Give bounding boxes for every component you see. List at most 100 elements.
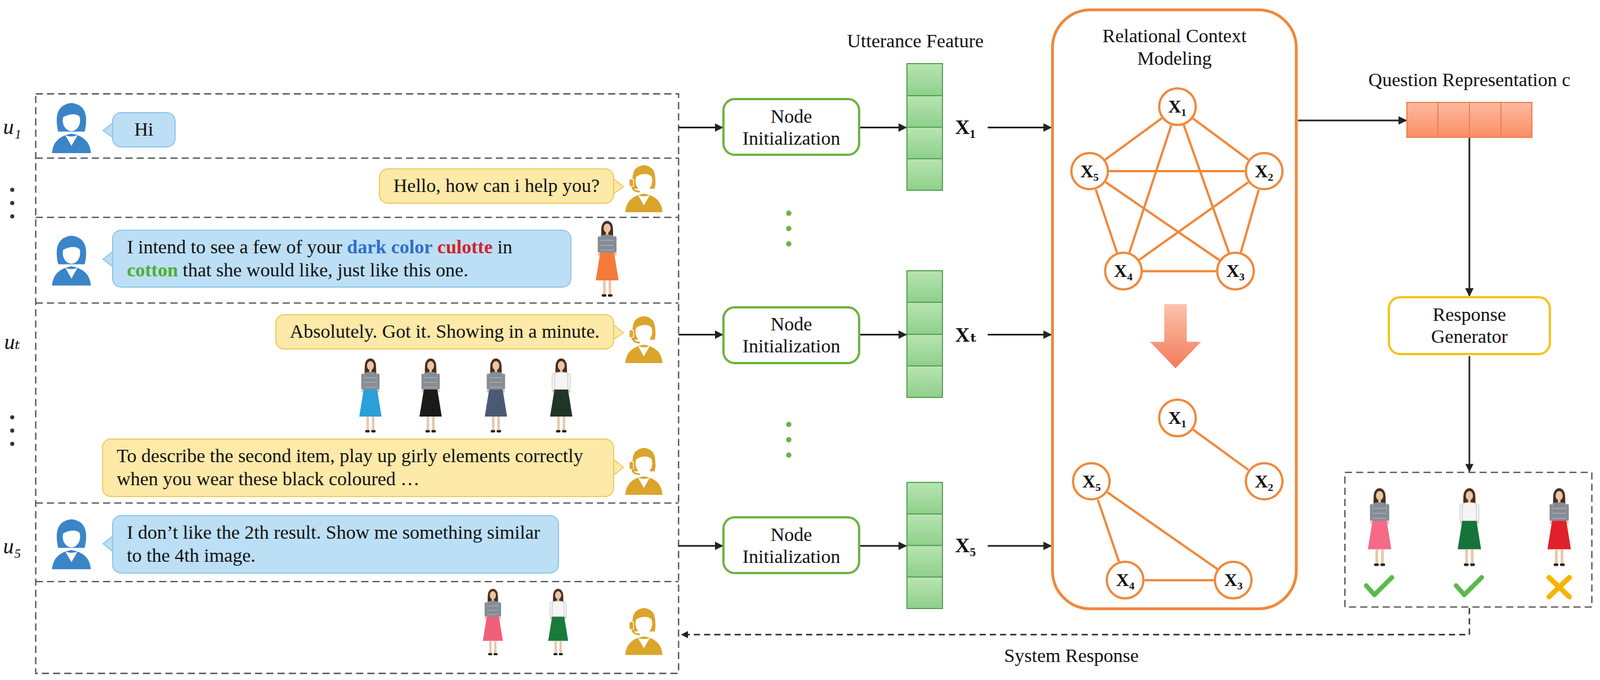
graph-edge (1144, 579, 1214, 582)
user-avatar (51, 519, 91, 570)
bubble-tail (613, 178, 624, 476)
arrow-connector (1297, 119, 1406, 122)
cross-mark (1548, 577, 1570, 597)
graph-edge (1142, 270, 1217, 273)
arrow-connector (988, 126, 1052, 129)
agent-avatar (625, 314, 663, 364)
vector-cell (907, 271, 942, 302)
graph-node: X₂ (1244, 462, 1284, 502)
product-image (550, 358, 573, 433)
result-panel (1344, 472, 1593, 607)
vector-cell (907, 158, 942, 190)
product-image (359, 358, 382, 433)
feature-vector: X₅ (906, 481, 989, 610)
graph-edge (1129, 125, 1172, 253)
graph-edge (1095, 189, 1117, 253)
product-image (548, 588, 569, 656)
product-image (483, 588, 504, 656)
graph-node: X₅ (1070, 152, 1110, 191)
node-label: X₅ (1082, 471, 1102, 493)
bubble-text: culotte (437, 236, 493, 258)
vector-cell (907, 544, 942, 577)
product-image (1368, 488, 1392, 566)
feature-vector: X₁ (906, 63, 989, 191)
dialogue-panel (35, 94, 679, 674)
graph-node: X₅ (1071, 462, 1111, 502)
user-bubble: I intend to see a few of your dark color… (112, 229, 572, 289)
user-bubble: Hi (112, 112, 176, 148)
module-box: Relational Context ModelingX₁X₂X₃X₄X₅X₁X… (1051, 8, 1299, 611)
vector-cell (907, 483, 942, 514)
box-label: Node Initialization (730, 523, 853, 568)
section-label: Utterance Feature (847, 30, 985, 52)
bubble-text: I don’t like the 2th result. Show me som… (126, 521, 540, 566)
agent-avatar (625, 163, 663, 213)
dialogue-turn: u₁Hi (35, 94, 679, 159)
user-avatar (51, 235, 91, 286)
agent-avatar (625, 446, 663, 495)
node-label: X₂ (1254, 471, 1274, 493)
feedback-arrow (681, 608, 1470, 635)
node-label: X₁ (1168, 407, 1187, 429)
ellipsis-dots (10, 188, 15, 447)
agent-bubble: Absolutely. Got it. Showing in a minute. (275, 314, 615, 350)
vector-bar (906, 270, 943, 399)
vector-cell (907, 95, 942, 127)
check-mark (1366, 577, 1392, 596)
arrow-connector (988, 333, 1052, 336)
node-label: X₄ (1114, 260, 1133, 282)
vector-label: X₁ (955, 115, 977, 140)
graph-edge (1107, 492, 1218, 570)
process-box: Node Initialization (722, 516, 861, 575)
process-box: Response Generator (1387, 296, 1552, 356)
arrow-connector (678, 126, 723, 129)
check-mark (1455, 577, 1482, 596)
turn-label: uₜ (4, 329, 21, 355)
agent-avatar (625, 606, 663, 655)
question-vector: Question Representation c (1406, 101, 1534, 138)
node-label: X₄ (1115, 569, 1135, 591)
bubble-text: Absolutely. Got it. Showing in a minute. (289, 320, 600, 342)
vector-cell (1468, 103, 1501, 137)
graph-edge (1192, 429, 1249, 471)
graph-node: X₁ (1158, 398, 1197, 438)
graph-node: X₂ (1244, 152, 1284, 191)
box-label: Node Initialization (730, 105, 853, 150)
arrow-connector (860, 333, 907, 336)
vector-cell (1407, 103, 1438, 137)
product-image (1457, 488, 1482, 566)
graph-node: X₁ (1158, 87, 1197, 127)
vector-bar (906, 63, 943, 191)
vector-bar (906, 481, 943, 610)
node-label: X₃ (1226, 260, 1245, 282)
arrow-connector (1468, 137, 1471, 297)
vector-cell (907, 576, 942, 609)
turn-label: u₅ (3, 533, 22, 559)
arrow-connector (678, 333, 723, 336)
node-label: X₂ (1254, 161, 1274, 182)
dialogue-turn: u₅I don’t like the 2th result. Show me s… (35, 503, 679, 583)
product-image (1547, 488, 1572, 566)
box-label: Response Generator (1395, 303, 1544, 348)
bubble-text: in (497, 236, 513, 258)
bubble-text: To describe the second item, play up gir… (116, 445, 583, 490)
graph-edge (1183, 124, 1229, 253)
node-label: X₃ (1224, 569, 1244, 591)
box-label: Node Initialization (730, 313, 853, 357)
process-box: Node Initialization (722, 97, 861, 156)
vector-cell (907, 126, 942, 159)
arrow-connector (860, 544, 907, 547)
vector-title: Question Representation c (1368, 69, 1571, 91)
vector-cell (907, 365, 942, 397)
graph-edge (1105, 182, 1220, 261)
arrow-connector (860, 126, 907, 129)
graph-edge (1105, 118, 1162, 160)
product-image (595, 220, 619, 297)
vector-cell (907, 333, 942, 366)
node-label: X₁ (1168, 96, 1187, 118)
vector-label: Xₜ (955, 322, 978, 347)
arrow-connector (678, 544, 723, 547)
bubble-text: Hi (133, 118, 154, 140)
agent-bubble: To describe the second item, play up gir… (101, 438, 615, 498)
process-box: Node Initialization (722, 306, 861, 365)
